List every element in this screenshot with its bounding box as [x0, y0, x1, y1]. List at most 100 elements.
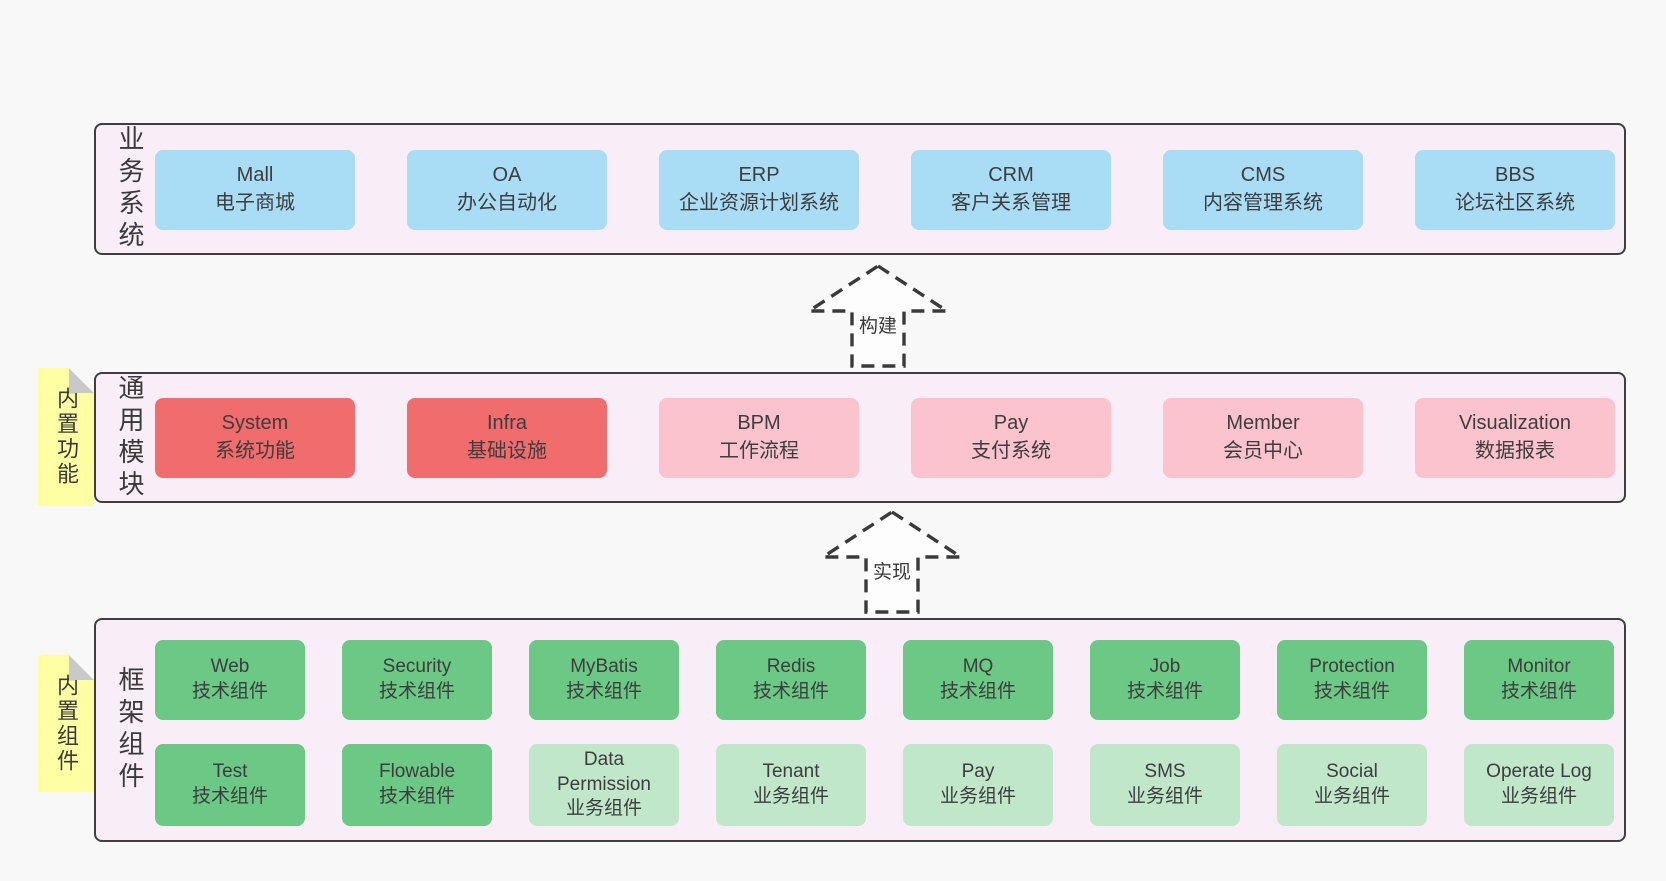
box-visualization: Visualization 数据报表: [1415, 398, 1615, 478]
arrow-label: 构建: [856, 311, 900, 338]
band-framework-components: 框架组件 Web 技术组件 Security 技术组件 MyBatis 技术组件…: [94, 618, 1626, 842]
box-title: Flowable: [378, 761, 456, 783]
box-title: CRM: [988, 164, 1034, 187]
band-common-modules: 通用模块 System 系统功能 Infra 基础设施 BPM 工作流程 Pay…: [94, 372, 1626, 503]
box-subtitle: 业务组件: [752, 786, 829, 807]
box-title: Job: [1149, 656, 1181, 678]
box-title: System: [221, 412, 289, 435]
box-subtitle: 电子商城: [215, 192, 295, 214]
box-subtitle: 工作流程: [719, 440, 799, 462]
box-subtitle: 内容管理系统: [1203, 192, 1323, 214]
arrow-implement: 实现: [820, 509, 964, 615]
box-title: MQ: [962, 656, 994, 678]
framework-components-row-1: Web 技术组件 Security 技术组件 MyBatis 技术组件 Redi…: [155, 640, 1614, 720]
box-tenant: Tenant 业务组件: [716, 744, 866, 826]
box-pay-module: Pay 支付系统: [911, 398, 1111, 478]
band-label-business-systems: 业务系统: [115, 125, 145, 253]
box-subtitle: 业务组件: [565, 798, 642, 820]
box-monitor: Monitor 技术组件: [1464, 640, 1614, 720]
box-mall: Mall 电子商城: [155, 150, 355, 230]
box-title: Operate Log: [1486, 761, 1592, 783]
box-subtitle: 业务组件: [939, 786, 1016, 807]
sticky-label: 内置组件: [54, 673, 79, 774]
box-title: Infra: [486, 412, 528, 435]
box-subtitle: 办公自动化: [457, 192, 557, 214]
box-sms: SMS 业务组件: [1090, 744, 1240, 826]
box-title: MyBatis: [570, 656, 638, 678]
box-title: Member: [1226, 412, 1300, 435]
box-data-permission: Data Permission 业务组件: [529, 744, 679, 826]
box-system: System 系统功能: [155, 398, 355, 478]
box-redis: Redis 技术组件: [716, 640, 866, 720]
arrow-build: 构建: [806, 263, 950, 369]
box-subtitle: 系统功能: [215, 440, 295, 462]
band-label-common-modules: 通用模块: [115, 373, 145, 502]
box-subtitle: 数据报表: [1475, 440, 1555, 462]
box-subtitle: 业务组件: [1126, 786, 1203, 807]
box-subtitle: 会员中心: [1223, 440, 1303, 462]
box-title: Web: [210, 656, 250, 678]
box-infra: Infra 基础设施: [407, 398, 607, 478]
box-title: Visualization: [1459, 412, 1571, 435]
box-social: Social 业务组件: [1277, 744, 1427, 826]
box-job: Job 技术组件: [1090, 640, 1240, 720]
box-subtitle: 论坛社区系统: [1455, 192, 1575, 214]
box-cms: CMS 内容管理系统: [1163, 150, 1363, 230]
box-title: BPM: [737, 412, 781, 435]
box-title: Social: [1326, 761, 1378, 783]
box-pay-component: Pay 业务组件: [903, 744, 1053, 826]
box-protection: Protection 技术组件: [1277, 640, 1427, 720]
box-title: Monitor: [1507, 656, 1571, 678]
box-test: Test 技术组件: [155, 744, 305, 826]
box-subtitle: 基础设施: [467, 440, 547, 462]
box-subtitle: 技术组件: [191, 786, 268, 807]
box-subtitle: 技术组件: [1126, 681, 1203, 702]
box-title: SMS: [1144, 761, 1186, 783]
box-title: Protection: [1309, 656, 1395, 678]
box-erp: ERP 企业资源计划系统: [659, 150, 859, 230]
sticky-built-in-features: 内置功能: [38, 368, 94, 506]
box-subtitle: 技术组件: [1500, 681, 1577, 702]
band-business-systems: 业务系统 Mall 电子商城 OA 办公自动化 ERP 企业资源计划系统 CRM…: [94, 123, 1626, 255]
box-mybatis: MyBatis 技术组件: [529, 640, 679, 720]
box-subtitle: 技术组件: [752, 681, 829, 702]
band-label-framework-components: 框架组件: [115, 666, 145, 794]
box-bbs: BBS 论坛社区系统: [1415, 150, 1615, 230]
box-bpm: BPM 工作流程: [659, 398, 859, 478]
folded-corner-icon: [69, 368, 94, 393]
box-member: Member 会员中心: [1163, 398, 1363, 478]
framework-components-row-2: Test 技术组件 Flowable 技术组件 Data Permission …: [155, 744, 1614, 826]
box-subtitle: 业务组件: [1500, 786, 1577, 807]
sticky-label: 内置功能: [54, 387, 79, 487]
business-systems-row: Mall 电子商城 OA 办公自动化 ERP 企业资源计划系统 CRM 客户关系…: [155, 150, 1615, 230]
box-security: Security 技术组件: [342, 640, 492, 720]
box-title: Security: [382, 656, 452, 678]
box-title: Test: [212, 761, 248, 783]
box-title: OA: [492, 164, 522, 187]
box-subtitle: 技术组件: [939, 681, 1016, 702]
box-subtitle: 技术组件: [378, 786, 455, 807]
folded-corner-icon: [69, 655, 94, 680]
box-title: ERP: [738, 164, 780, 187]
box-operate-log: Operate Log 业务组件: [1464, 744, 1614, 826]
box-subtitle: 技术组件: [1313, 681, 1390, 702]
box-oa: OA 办公自动化: [407, 150, 607, 230]
box-title: Mall: [236, 164, 274, 187]
box-web: Web 技术组件: [155, 640, 305, 720]
box-subtitle: 技术组件: [565, 681, 642, 702]
box-subtitle: 业务组件: [1313, 786, 1390, 807]
box-subtitle: 技术组件: [191, 681, 268, 702]
common-modules-row: System 系统功能 Infra 基础设施 BPM 工作流程 Pay 支付系统…: [155, 398, 1615, 478]
box-title: BBS: [1494, 164, 1536, 187]
box-title: Tenant: [762, 761, 820, 783]
box-subtitle: 客户关系管理: [951, 192, 1071, 214]
box-title: CMS: [1240, 164, 1286, 187]
box-crm: CRM 客户关系管理: [911, 150, 1111, 230]
box-subtitle: 技术组件: [378, 681, 455, 702]
box-flowable: Flowable 技术组件: [342, 744, 492, 826]
box-title: Data Permission: [557, 748, 651, 795]
box-mq: MQ 技术组件: [903, 640, 1053, 720]
arrow-label: 实现: [870, 557, 914, 584]
box-subtitle: 企业资源计划系统: [679, 192, 839, 214]
